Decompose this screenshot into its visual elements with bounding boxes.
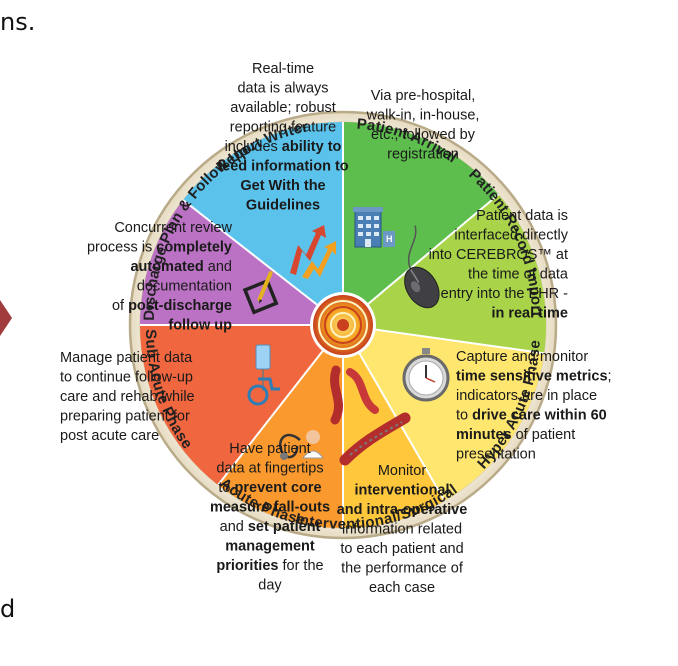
segment-text-line: presentation xyxy=(456,447,536,463)
segment-text-line: process is completely xyxy=(87,240,232,256)
segment-text-sub-acute: Manage patient data to continue follow-up… xyxy=(60,350,195,444)
segment-text-hyper-acute: Capture and monitor time sensitive metric… xyxy=(456,349,612,463)
segment-text-line: Real-time xyxy=(252,61,314,77)
segment-text-line: Get With the xyxy=(240,178,325,194)
segment-text-line: Capture and monitor xyxy=(456,349,588,365)
segment-text-line: and intra-operative xyxy=(337,502,468,518)
doctor-stethoscope-icon xyxy=(279,430,324,460)
segment-text-acute: Have patient data at fingertips to prevent… xyxy=(210,441,330,594)
segment-text-discharge: Concurrent review process is completely au… xyxy=(87,220,233,334)
segment-patient-arrival xyxy=(343,122,499,325)
segment-text-line: automated and xyxy=(130,259,232,275)
segment-text-line: Have patient xyxy=(229,441,310,457)
segment-dividers xyxy=(140,122,545,528)
wheelchair-iv-icon xyxy=(247,344,280,406)
svg-text:H: H xyxy=(386,234,393,244)
segment-patient-record xyxy=(343,194,546,354)
segment-text-patient-record: Patient data is interfaced directly into C… xyxy=(429,208,569,322)
segments xyxy=(140,121,546,528)
segment-text-line: Via pre-hospital, xyxy=(371,88,476,104)
segment-text-line: follow up xyxy=(168,318,232,334)
segment-text-line: care and rehab while xyxy=(60,389,195,405)
segment-text-line: to drive care within 60 xyxy=(456,408,607,424)
segment-text-line: data is always xyxy=(237,81,328,97)
segment-text-line: reporting feature xyxy=(230,120,336,136)
segment-text-line: to each patient and xyxy=(340,541,463,557)
blood-vessel-icon xyxy=(330,365,411,466)
segment-text-line: each case xyxy=(369,580,435,596)
stopwatch-icon xyxy=(402,348,450,402)
segment-text-line: the performance of xyxy=(341,561,464,577)
segment-text-report-writer: Real-time data is always available; robust… xyxy=(217,61,348,214)
segment-text-line: interventional xyxy=(354,483,449,499)
segment-text-line: data at fingertips xyxy=(216,461,323,477)
segment-text-line: priorities for the xyxy=(216,558,323,574)
segment-text-line: interfaced directly xyxy=(454,228,568,244)
center-swirl-logo xyxy=(310,292,376,358)
segment-text-line: post acute care xyxy=(60,428,159,444)
segment-hyper-acute xyxy=(343,325,545,501)
segment-text-line: walk-in, in-house, xyxy=(366,108,480,124)
left-arrow-icon xyxy=(0,300,12,336)
segment-text-line: indicators are in place xyxy=(456,388,597,404)
segment-text-line: measure fall-outs xyxy=(210,500,330,516)
segment-sub-acute xyxy=(140,325,343,485)
segment-acute xyxy=(218,325,343,528)
segment-text-line: feed information to xyxy=(217,159,348,175)
segment-text-line: minutes of patient xyxy=(456,427,575,443)
segment-text-line: preparing patient for xyxy=(60,409,190,425)
segment-text-interventional: Monitor interventional and intra-operative… xyxy=(337,463,468,596)
checkbox-pen-icon xyxy=(242,271,279,315)
segment-text-line: information related xyxy=(342,522,462,538)
segment-text-line: Manage patient data xyxy=(60,350,193,366)
segment-divider xyxy=(342,324,446,502)
segment-divider xyxy=(342,324,545,355)
segment-text-line: time sensitive metrics; xyxy=(456,369,612,385)
mouse-icon xyxy=(404,225,440,309)
segment-text-line: Patient data is xyxy=(476,208,568,224)
segment-report-writer xyxy=(183,121,343,325)
segment-divider xyxy=(217,324,344,486)
segment-text-line: of post-discharge xyxy=(112,298,232,314)
segment-text-line: to continue follow-up xyxy=(60,370,193,386)
segment-text-line: the time of data xyxy=(468,267,569,283)
segment-discharge xyxy=(140,200,343,325)
segment-divider xyxy=(182,199,344,326)
segment-text-line: Concurrent review xyxy=(114,220,232,236)
segment-text-line: to prevent core xyxy=(218,480,321,496)
segment-text-line: in real time xyxy=(491,306,568,322)
hospital-icon: H xyxy=(353,207,395,248)
segment-text-line: and set patient xyxy=(220,519,321,535)
segment-text-line: documentation xyxy=(137,279,232,295)
segment-text-line: etc.; followed by xyxy=(371,127,476,143)
segment-text-patient-arrival: Via pre-hospital, walk-in, in-house, etc.;… xyxy=(366,88,480,163)
segment-texts: Real-time data is always available; robust… xyxy=(60,61,612,596)
cropped-text-top-left: ns. xyxy=(0,8,36,36)
segment-text-line: into CEREBROS™ at xyxy=(429,247,568,263)
segment-text-line: management xyxy=(225,539,315,555)
segment-text-line: Guidelines xyxy=(246,198,320,214)
segment-text-line: day xyxy=(258,578,282,594)
arrows-icon xyxy=(290,225,336,279)
segment-text-line: entry into the EHR - xyxy=(441,286,568,302)
cropped-text-bottom-left: d xyxy=(0,595,16,623)
segment-text-line: Monitor xyxy=(378,463,427,479)
segment-text-line: includes ability to xyxy=(225,139,342,155)
segment-text-line: available; robust xyxy=(230,100,336,116)
segment-divider xyxy=(342,193,500,326)
segment-text-line: registration xyxy=(387,147,459,163)
